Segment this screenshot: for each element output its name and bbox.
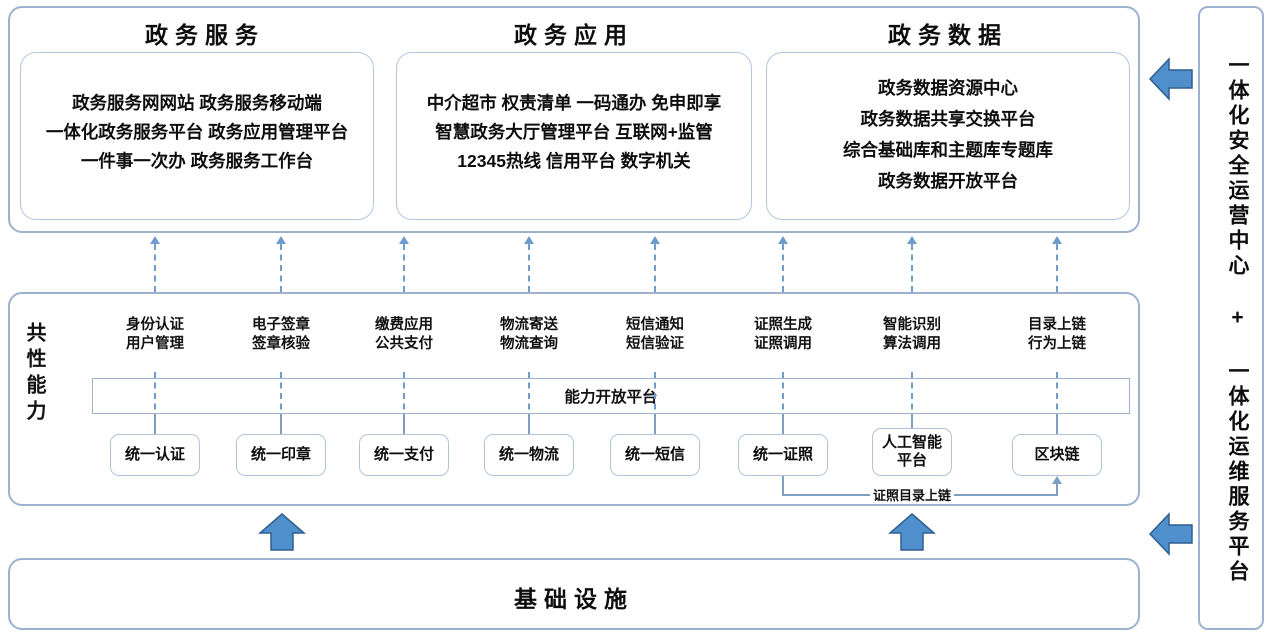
capability-label-sms: 短信通知 短信验证 — [610, 316, 700, 354]
dashed-connector — [154, 244, 156, 292]
list-item: 政务服务网网站 政务服务移动端 — [72, 93, 322, 113]
capability-label-line: 证照调用 — [754, 336, 812, 352]
dashed-connector-stub — [911, 372, 913, 420]
dashed-connector — [654, 244, 656, 292]
dashed-arrow-icon — [524, 236, 534, 244]
dashed-arrow-icon — [399, 236, 409, 244]
block-arrow-up-right-icon — [888, 513, 936, 551]
capability-label-line: 短信验证 — [626, 336, 684, 352]
open-platform-bar: 能力开放平台 — [92, 378, 1130, 414]
capability-label-ai: 智能识别 算法调用 — [867, 316, 957, 354]
capability-box-unified-sms[interactable]: 统一短信 — [610, 434, 700, 476]
government-data-box: 政务数据资源中心 政务数据共享交换平台 综合基础库和主题库专题库 政务数据开放平… — [766, 52, 1130, 220]
government-application-items: 中介超市 权责清单 一码通办 免申即享 智慧政务大厅管理平台 互联网+监管 12… — [397, 89, 751, 176]
government-service-box: 政务服务网网站 政务服务移动端 一体化政务服务平台 政务应用管理平台 一件事一次… — [20, 52, 374, 220]
dashed-arrow-icon — [1052, 236, 1062, 244]
government-service-items: 政务服务网网站 政务服务移动端 一体化政务服务平台 政务应用管理平台 一件事一次… — [21, 89, 373, 176]
list-item: 政务数据共享交换平台 — [860, 109, 1036, 129]
infrastructure-title: 基础设施 — [514, 586, 634, 612]
connector-line — [782, 414, 784, 434]
dashed-arrow-icon — [150, 236, 160, 244]
infrastructure-panel: 基础设施 — [8, 558, 1140, 630]
capability-label-blockchain: 目录上链 行为上链 — [1012, 316, 1102, 354]
sidebar-label: 一体化安全运营中心 + 一体化运维服务平台 — [1226, 53, 1249, 585]
block-arrow-left-bottom-icon — [1148, 512, 1193, 556]
dashed-connector-stub — [1056, 372, 1058, 420]
dashed-connector — [1056, 244, 1058, 292]
connector-line — [654, 414, 656, 434]
capability-box-unified-auth[interactable]: 统一认证 — [110, 434, 200, 476]
dashed-connector — [911, 244, 913, 292]
connector-line — [782, 476, 784, 496]
capability-label-line: 算法调用 — [883, 336, 941, 352]
connector-line — [403, 414, 405, 434]
capability-label-identity: 身份认证 用户管理 — [110, 316, 200, 354]
capability-label-line: 电子签章 — [252, 317, 310, 333]
capability-label-line: 物流寄送 — [500, 317, 558, 333]
capability-label-line: 物流查询 — [500, 336, 558, 352]
capability-label-line: 行为上链 — [1028, 336, 1086, 352]
capability-label-esign: 电子签章 签章核验 — [236, 316, 326, 354]
sidebar-panel — [1198, 6, 1264, 630]
cert-chain-connector-label: 证照目录上链 — [870, 485, 955, 504]
common-capability-side-label: 共性能力 — [23, 322, 45, 426]
dashed-connector — [782, 244, 784, 292]
dashed-connector-stub — [154, 372, 156, 420]
dashed-connector-stub — [654, 372, 656, 420]
government-application-box: 中介超市 权责清单 一码通办 免申即享 智慧政务大厅管理平台 互联网+监管 12… — [396, 52, 752, 220]
dashed-arrow-icon — [276, 236, 286, 244]
connector-line — [528, 414, 530, 434]
list-item: 综合基础库和主题库专题库 — [843, 140, 1053, 160]
list-item: 中介超市 权责清单 一码通办 免申即享 — [426, 93, 722, 113]
list-item: 智慧政务大厅管理平台 互联网+监管 — [435, 122, 713, 142]
group-title-government-data: 政务数据 — [888, 22, 1008, 48]
connector-line — [280, 414, 282, 434]
list-item: 政务数据资源中心 — [878, 78, 1018, 98]
connector-line — [911, 414, 913, 428]
dashed-connector-stub — [280, 372, 282, 420]
capability-label-line: 用户管理 — [126, 336, 184, 352]
capability-box-unified-seal[interactable]: 统一印章 — [236, 434, 326, 476]
dashed-arrow-icon — [778, 236, 788, 244]
capability-box-blockchain[interactable]: 区块链 — [1012, 434, 1102, 476]
dashed-connector — [280, 244, 282, 292]
capability-label-line: 公共支付 — [375, 336, 433, 352]
capability-box-ai-platform[interactable]: 人工智能 平台 — [872, 428, 952, 476]
group-title-government-application: 政务应用 — [514, 22, 634, 48]
capability-label-line: 签章核验 — [252, 336, 310, 352]
dashed-connector — [528, 244, 530, 292]
capability-label-certificate: 证照生成 证照调用 — [738, 316, 828, 354]
list-item: 一件事一次办 政务服务工作台 — [80, 151, 314, 171]
dashed-connector-stub — [782, 372, 784, 420]
list-item: 政务数据开放平台 — [878, 171, 1018, 191]
group-title-government-service: 政务服务 — [145, 22, 265, 48]
government-data-items: 政务数据资源中心 政务数据共享交换平台 综合基础库和主题库专题库 政务数据开放平… — [767, 73, 1129, 197]
dashed-arrow-icon — [650, 236, 660, 244]
capability-box-unified-payment[interactable]: 统一支付 — [359, 434, 449, 476]
capability-label-line: 身份认证 — [126, 317, 184, 333]
list-item: 一体化政务服务平台 政务应用管理平台 — [45, 122, 349, 142]
connector-line — [1056, 484, 1058, 496]
block-arrow-left-top-icon — [1148, 57, 1193, 101]
capability-label-logistics: 物流寄送 物流查询 — [484, 316, 574, 354]
dashed-arrow-icon — [907, 236, 917, 244]
capability-label-line: 智能识别 — [883, 317, 941, 333]
capability-label-line: 缴费应用 — [375, 317, 433, 333]
connector-line — [154, 414, 156, 434]
dashed-connector-stub — [528, 372, 530, 420]
connector-line — [1056, 414, 1058, 434]
capability-label-payment: 缴费应用 公共支付 — [359, 316, 449, 354]
capability-label-line: 证照生成 — [754, 317, 812, 333]
dashed-connector — [403, 244, 405, 292]
capability-label-line: 短信通知 — [626, 317, 684, 333]
capability-box-unified-certificate[interactable]: 统一证照 — [738, 434, 828, 476]
list-item: 12345热线 信用平台 数字机关 — [457, 151, 691, 171]
connector-arrow-icon — [1052, 476, 1062, 484]
capability-label-line: 目录上链 — [1028, 317, 1086, 333]
dashed-connector-stub — [403, 372, 405, 420]
capability-box-unified-logistics[interactable]: 统一物流 — [484, 434, 574, 476]
block-arrow-up-left-icon — [258, 513, 306, 551]
